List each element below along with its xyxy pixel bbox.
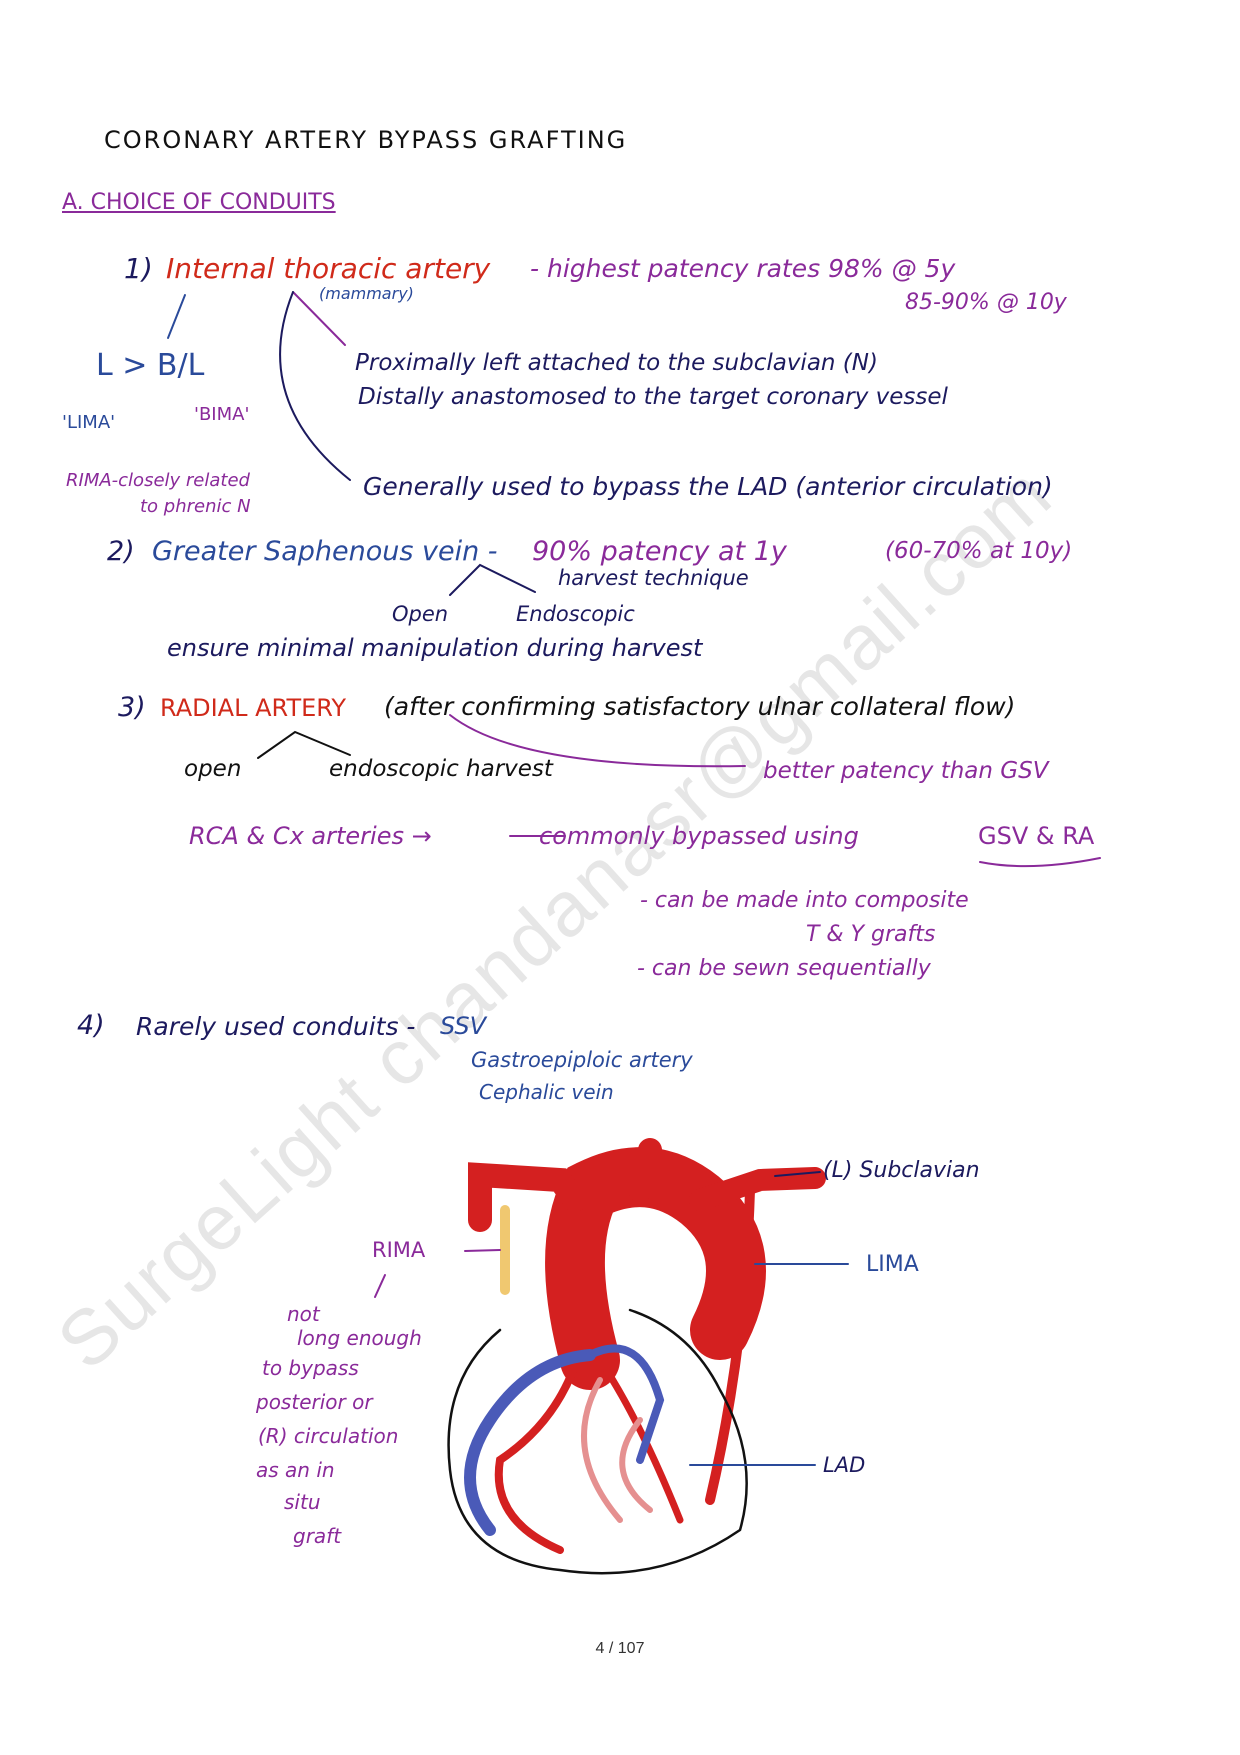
conduit-name: Rarely used conduits -: [136, 1012, 416, 1041]
section-heading: A. CHOICE OF CONDUITS: [62, 190, 336, 215]
arrow: [279, 291, 351, 481]
arrow: [774, 1171, 821, 1177]
conduit-name: Internal thoracic artery: [166, 252, 491, 285]
item-number: 4): [77, 1010, 105, 1041]
composite-note: - can be made into composite: [640, 888, 969, 913]
rima-note: situ: [284, 1490, 321, 1514]
endoscopic-label: endoscopic harvest: [329, 756, 553, 782]
watermark: SurgeLight chandanasr@gmail.com: [40, 448, 1069, 1387]
lad-artery: [596, 1356, 684, 1524]
alias: (mammary): [319, 284, 414, 303]
sequential-note: - can be sewn sequentially: [637, 956, 931, 981]
rima-note: posterior or: [256, 1390, 373, 1414]
page-title: CORONARY ARTERY BYPASS GRAFTING: [104, 126, 628, 154]
item-number: 1): [124, 252, 153, 285]
lima-label: 'LIMA': [62, 412, 116, 433]
rima-note: as an in: [256, 1458, 335, 1482]
subclavian-artery: [689, 1167, 826, 1211]
arrow: [464, 1249, 501, 1252]
ty-grafts: T & Y grafts: [806, 922, 936, 947]
bima-label: 'BIMA': [194, 404, 250, 425]
rima-note: graft: [293, 1524, 342, 1548]
commonly-note: commonly bypassed using: [539, 822, 859, 850]
aorta: [545, 1147, 766, 1390]
rca-label: RCA & Cx arteries →: [189, 822, 432, 850]
distal-note: Distally anastomosed to the target coron…: [358, 384, 948, 410]
proximal-note: Proximally left attached to the subclavi…: [355, 350, 878, 376]
harvest-note: ensure minimal manipulation during harve…: [167, 634, 703, 662]
open-label: open: [184, 756, 242, 782]
subclavian-label: (L) Subclavian: [823, 1158, 980, 1183]
usage-note: Generally used to bypass the LAD (anteri…: [363, 472, 1053, 501]
item-number: 2): [107, 536, 135, 567]
conduit-gastroepiploic: Gastroepiploic artery: [471, 1048, 693, 1072]
harvest-label: harvest technique: [558, 566, 749, 590]
branch-line: [257, 730, 351, 759]
condition-note: (after confirming satisfactory ulnar col…: [384, 692, 1016, 721]
rima-label: RIMA: [372, 1238, 426, 1262]
conduit-cephalic: Cephalic vein: [479, 1080, 614, 1104]
patency: 90% patency at 1y: [532, 536, 787, 567]
brachiocephalic-artery: [468, 1162, 587, 1232]
rima-note: (R) circulation: [258, 1424, 399, 1448]
branch-line: [449, 563, 536, 596]
rima-note: not: [287, 1302, 320, 1326]
coronary-branches: [581, 1377, 653, 1523]
rima-note: to phrenic N: [140, 496, 251, 517]
preference: L > B/L: [96, 348, 205, 383]
arrow: [167, 294, 186, 339]
arrow: [374, 1274, 386, 1298]
conduit-name: RADIAL ARTERY: [160, 694, 347, 722]
patency: - highest patency rates 98% @ 5y: [530, 254, 956, 283]
better-patency: better patency than GSV: [763, 758, 1049, 784]
page-number: 4 / 107: [595, 1640, 645, 1657]
rima-note: to bypass: [262, 1356, 359, 1380]
lima-label: LIMA: [866, 1252, 919, 1277]
open-label: Open: [392, 602, 449, 626]
vein-graft: [586, 1344, 665, 1464]
rima-note: RIMA-closely related: [66, 470, 250, 491]
conduit-name: Greater Saphenous vein -: [152, 536, 498, 567]
right-coronary-artery: [494, 1346, 584, 1554]
lad-label: LAD: [823, 1453, 866, 1477]
patency-10y: (60-70% at 10y): [885, 538, 1073, 564]
heart-outline: [447, 1308, 748, 1575]
lima-graft: [705, 1185, 755, 1505]
conduit-ssv: SSV: [440, 1012, 487, 1040]
patency-10y: 85-90% @ 10y: [905, 290, 1067, 315]
vein-graft: [464, 1349, 596, 1536]
item-number: 3): [118, 692, 146, 723]
endoscopic-label: Endoscopic: [516, 602, 635, 626]
grafts-label: GSV & RA: [978, 822, 1095, 850]
rima-note: long enough: [297, 1326, 422, 1350]
brace: [979, 857, 1101, 868]
carotid-artery: [628, 1138, 662, 1202]
